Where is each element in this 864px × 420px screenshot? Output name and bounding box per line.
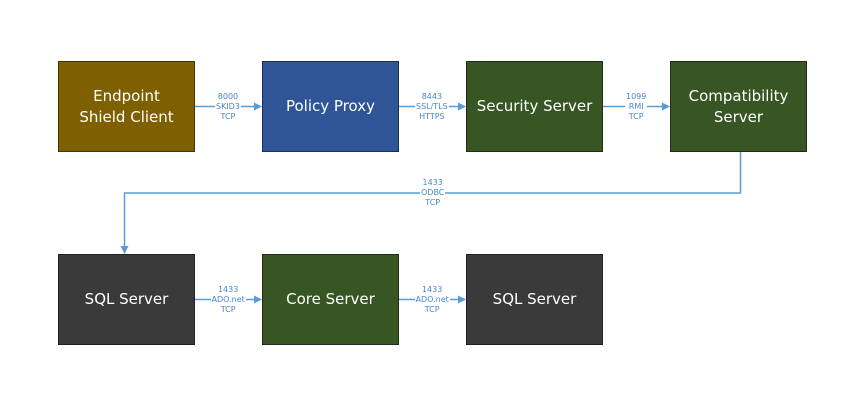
node-endpoint: Endpoint Shield Client [58,61,195,152]
edge-label-line: SKID3 [216,101,240,111]
edge-label-line: 8443 [421,91,443,101]
edge-label-line: HTTPS [419,111,445,121]
edge-label-line: 8000 [217,91,239,101]
node-sql-server-1: SQL Server [58,254,195,345]
edge-label-line: TCP [425,198,441,207]
edge-label-line: TCP [424,304,440,314]
edge-label-line: TCP [220,111,236,121]
edge-label-line: 1099 [626,91,647,101]
edge-label-line: 1433 [217,284,239,294]
edge-label-line: ADO.net [415,294,449,304]
edge-label-line: ODBC [421,188,445,197]
node-policy-proxy: Policy Proxy [262,61,399,152]
node-security-server: Security Server [466,61,603,152]
edge-label-line: TCP [220,304,236,314]
edge-label-line: RMI [628,101,644,111]
edge-label-line: 1433 [422,178,443,187]
node-sql-server-2: SQL Server [466,254,603,345]
edge-label-line: ADO.net [211,294,245,304]
edge-label-line: TCP [628,111,644,121]
node-core-server: Core Server [262,254,399,345]
edge-label-line: 1433 [421,284,443,294]
edge-label-line: SSL/TLS [416,101,448,111]
node-compat-server: Compatibility Server [670,61,807,152]
